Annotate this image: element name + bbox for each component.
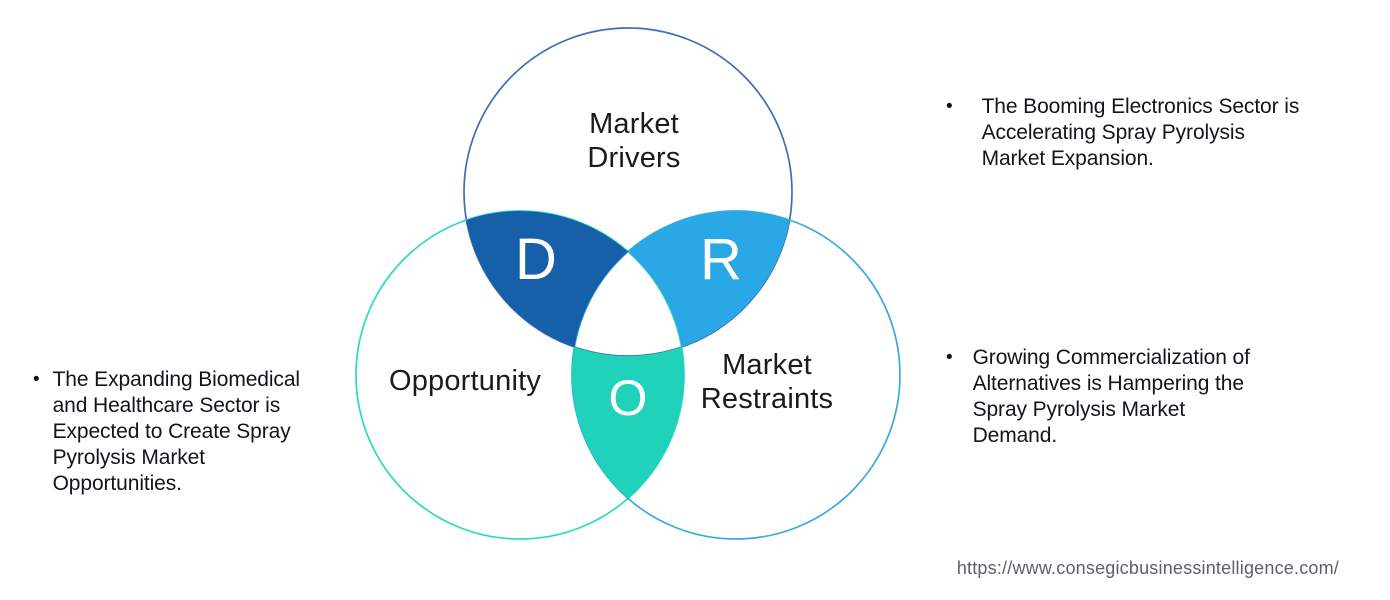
restraints-bullet-text: Growing Commercialization of Alternative… <box>972 346 1250 447</box>
bullet-dot-icon: • <box>946 96 953 117</box>
market-restraints-label: Market Restraints <box>700 349 834 415</box>
bullet-dot-icon: • <box>946 347 953 368</box>
restraints-bullet: • Growing Commercialization of Alternati… <box>946 345 1250 449</box>
drivers-bullet: • The Booming Electronics Sector is Acce… <box>946 94 1299 172</box>
restraints-letter: R <box>700 226 742 292</box>
opportunity-bullet: • The Expanding Biomedical and Healthcar… <box>33 367 300 497</box>
opportunity-bullet-text: The Expanding Biomedical and Healthcare … <box>52 368 301 495</box>
drivers-opportunity-overlap-region <box>466 211 628 347</box>
opportunity-label: Opportunity <box>388 365 542 397</box>
source-url: https://www.consegicbusinessintelligence… <box>956 558 1339 578</box>
drivers-restraints-overlap-region <box>628 211 790 347</box>
bullet-dot-icon: • <box>33 369 40 390</box>
drivers-letter: D <box>515 226 557 292</box>
drivers-bullet-text: The Booming Electronics Sector is Accele… <box>981 95 1300 170</box>
market-drivers-circle <box>463 27 793 357</box>
opportunity-restraints-overlap-region <box>571 347 685 499</box>
market-drivers-label: Market Drivers <box>587 108 681 174</box>
opportunity-letter: O <box>608 370 648 426</box>
